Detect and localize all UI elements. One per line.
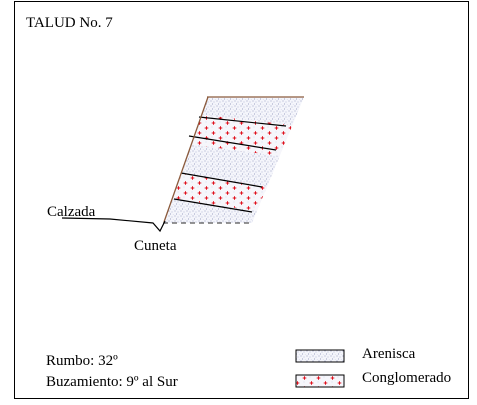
bedding-lines — [173, 116, 287, 213]
conglomerate-layer-upper — [180, 114, 300, 158]
calzada-label: Calzada — [47, 204, 96, 220]
road-and-ditch-line — [61, 217, 166, 233]
rumbo-text: Rumbo: 32º — [46, 353, 118, 369]
legend-conglomerado-label: Conglomerado — [362, 370, 452, 386]
bedding-line — [173, 198, 253, 213]
bedding-line — [180, 172, 263, 188]
bedding-line — [198, 116, 287, 127]
cuneta-label: Cuneta — [134, 238, 177, 254]
legend-conglomerado-swatch — [295, 374, 345, 388]
legend-arenisca-swatch — [295, 349, 345, 363]
buzamiento-text: Buzamiento: 9º al Sur — [46, 374, 178, 390]
conglomerate-layer-lower — [165, 173, 270, 212]
slope-face-line — [163, 96, 209, 223]
bedding-line — [188, 135, 277, 151]
legend-arenisca-label: Arenisca — [362, 346, 416, 362]
diagram-title: TALUD No. 7 — [26, 15, 113, 31]
